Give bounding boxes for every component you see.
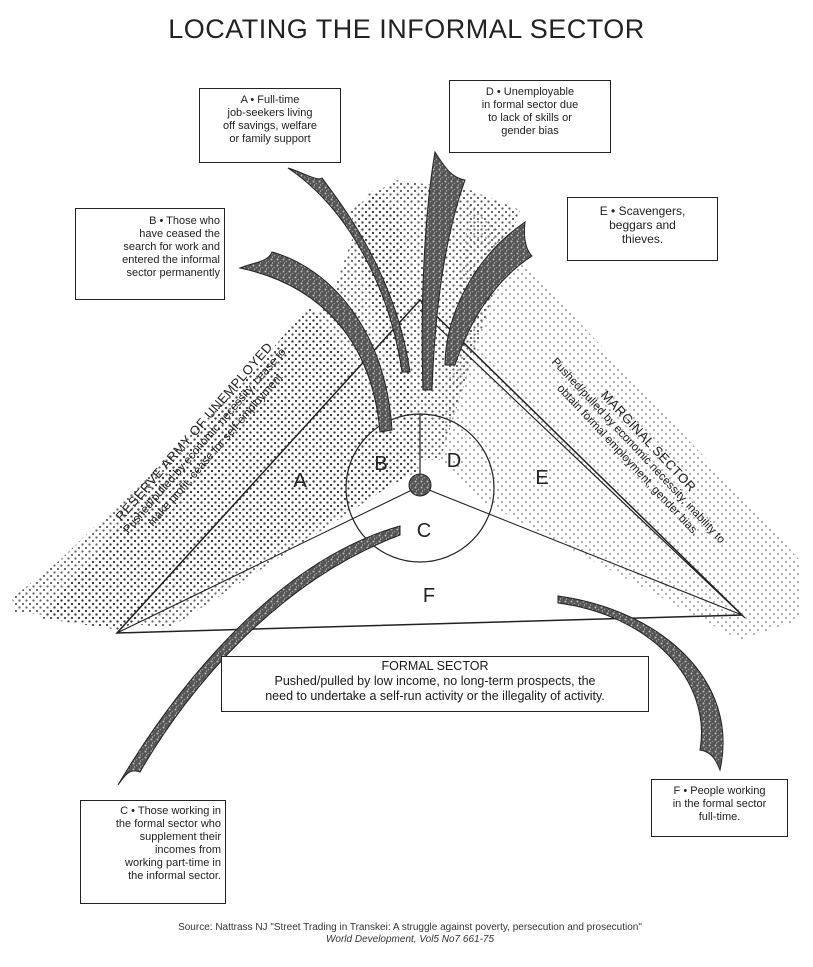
box-b-line-1: B • Those who — [80, 215, 220, 228]
segment-label-a: A — [285, 470, 315, 493]
box-e: E • Scavengers, beggars and thieves. — [567, 197, 718, 261]
box-a-line-4: or family support — [204, 133, 336, 146]
box-e-line-1: E • Scavengers, — [572, 204, 713, 218]
formal-sector-text-1: Pushed/pulled by low income, no long-ter… — [222, 674, 648, 689]
box-f-line-2: in the formal sector — [656, 798, 783, 811]
page-title: LOCATING THE INFORMAL SECTOR — [0, 14, 813, 45]
formal-sector-heading: FORMAL SECTOR — [222, 659, 648, 674]
box-c-line-6: the informal sector. — [85, 870, 221, 883]
source-citation: Source: Nattrass NJ "Street Trading in T… — [40, 922, 780, 946]
box-c-line-3: supplement their — [85, 831, 221, 844]
box-b-line-4: entered the informal — [80, 254, 220, 267]
box-b-line-3: search for work and — [80, 241, 220, 254]
box-f: F • People working in the formal sector … — [651, 779, 788, 837]
box-b: B • Those who have ceased the search for… — [75, 208, 225, 300]
box-d: D • Unemployable in formal sector due to… — [449, 80, 611, 153]
box-b-line-5: sector permanently — [80, 267, 220, 280]
box-c: C • Those working in the formal sector w… — [80, 800, 226, 904]
box-c-line-5: working part-time in — [85, 857, 221, 870]
segment-label-c: C — [409, 520, 439, 543]
box-d-line-1: D • Unemployable — [454, 86, 606, 99]
segment-label-e: E — [527, 467, 557, 490]
box-c-line-2: the formal sector who — [85, 818, 221, 831]
source-line-2: World Development, Vol5 No7 661-75 — [40, 934, 780, 946]
box-c-line-4: incomes from — [85, 844, 221, 857]
box-d-line-2: in formal sector due — [454, 99, 606, 112]
box-c-line-1: C • Those working in — [85, 805, 221, 818]
segment-label-f: F — [414, 585, 444, 608]
central-hub — [409, 474, 431, 496]
box-a: A • Full-time job-seekers living off sav… — [199, 88, 341, 163]
box-f-line-3: full-time. — [656, 811, 783, 824]
formal-sector-box: FORMAL SECTOR Pushed/pulled by low incom… — [221, 656, 649, 712]
box-b-line-2: have ceased the — [80, 228, 220, 241]
box-e-line-2: beggars and — [572, 218, 713, 232]
segment-label-b: B — [366, 453, 396, 476]
box-d-line-3: to lack of skills or — [454, 112, 606, 125]
box-e-line-3: thieves. — [572, 232, 713, 246]
formal-sector-text-2: need to undertake a self-run activity or… — [222, 689, 648, 704]
box-a-line-3: off savings, welfare — [204, 120, 336, 133]
box-a-line-2: job-seekers living — [204, 107, 336, 120]
source-line-1: Source: Nattrass NJ "Street Trading in T… — [40, 922, 780, 934]
segment-label-d: D — [439, 450, 469, 473]
box-a-line-1: A • Full-time — [204, 94, 336, 107]
box-f-line-1: F • People working — [656, 785, 783, 798]
box-d-line-4: gender bias — [454, 125, 606, 138]
